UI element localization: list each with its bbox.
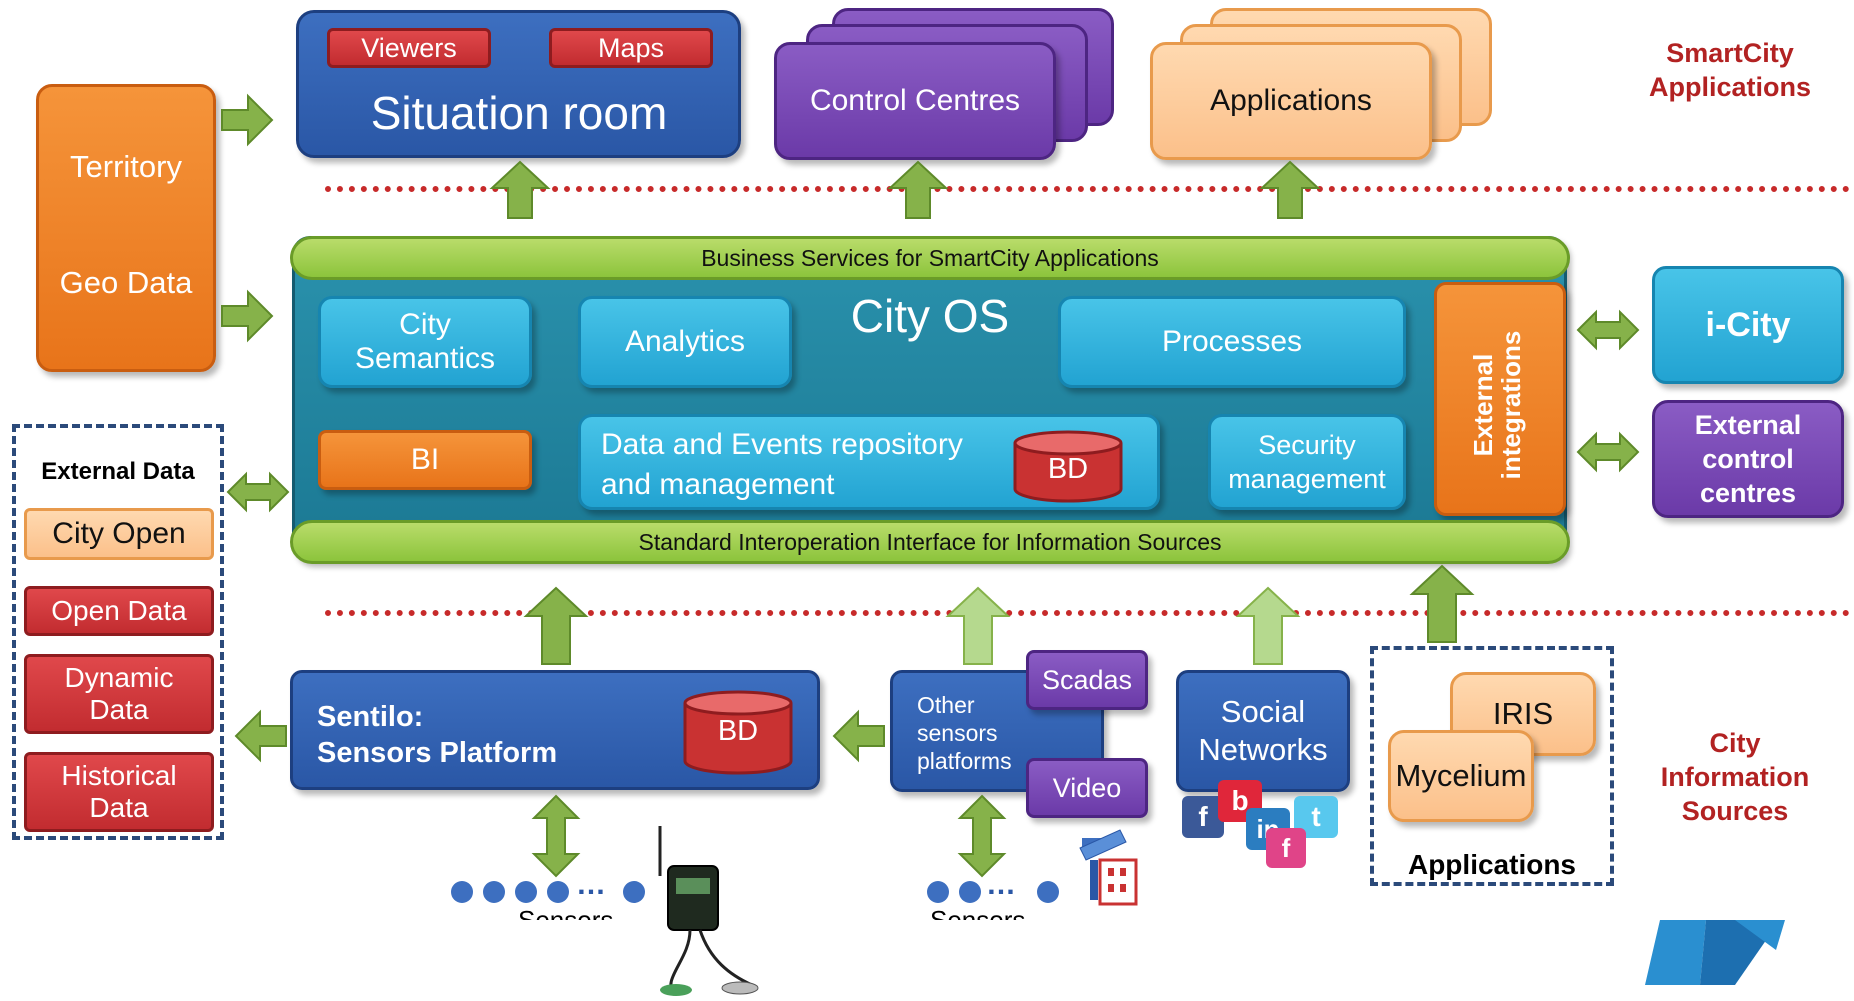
- double-arrow-icon: [1577, 311, 1639, 349]
- facebook-icon: f: [1182, 796, 1224, 838]
- top-separator: [325, 186, 1850, 192]
- viewers-button[interactable]: Viewers: [327, 28, 491, 68]
- arrow-up-icon: [491, 161, 549, 219]
- data-events-box[interactable]: Data and Events repository and managemen…: [578, 414, 1160, 510]
- territory-label: Territory: [70, 149, 182, 184]
- sensor-ellipsis-2: …: [986, 868, 1016, 901]
- arrow-up-icon: [1261, 161, 1319, 219]
- applications-box[interactable]: Applications: [1150, 42, 1432, 160]
- arrow-right-icon: [221, 291, 273, 341]
- situation-room-title: Situation room: [370, 87, 668, 139]
- social-networks-box[interactable]: Social Networks: [1176, 670, 1350, 792]
- sensors-label-1: Sensors: [518, 906, 638, 920]
- control-centres-box[interactable]: Control Centres: [774, 42, 1056, 160]
- analytics-box[interactable]: Analytics: [578, 296, 792, 388]
- bottom-separator: [325, 610, 1850, 616]
- maps-button[interactable]: Maps: [549, 28, 713, 68]
- territory-geo-box[interactable]: Territory Geo Data: [36, 84, 216, 372]
- processes-box[interactable]: Processes: [1058, 296, 1406, 388]
- video-box[interactable]: Video: [1026, 758, 1148, 818]
- external-data-title: External Data: [41, 458, 195, 485]
- database-cylinder-icon: [1013, 430, 1123, 503]
- geo-data-label: Geo Data: [59, 265, 193, 300]
- double-arrow-vertical-icon: [533, 795, 579, 877]
- double-arrow-vertical-icon: [959, 795, 1005, 877]
- bi-box[interactable]: BI: [318, 430, 532, 490]
- arrow-left-icon: [833, 711, 885, 761]
- arrow-up-light-icon: [1237, 587, 1299, 665]
- situation-room-box[interactable]: Viewers Maps Situation room: [296, 10, 741, 158]
- scadas-box[interactable]: Scadas: [1026, 650, 1148, 710]
- source-applications-panel: IRIS Mycelium Applications: [1370, 646, 1614, 886]
- sentilo-bd-label: BD: [717, 714, 759, 747]
- data-events-label: Data and Events repository and managemen…: [601, 428, 963, 501]
- sensor-ellipsis-1: …: [576, 868, 606, 901]
- mycelium-box[interactable]: Mycelium: [1388, 730, 1534, 822]
- historical-data-box[interactable]: Historical Data: [24, 752, 214, 832]
- standard-interoperation-bar: Standard Interoperation Interface for In…: [290, 520, 1570, 564]
- friendster-icon: f: [1266, 828, 1306, 868]
- city-os-title: City OS: [850, 290, 1010, 342]
- arrow-up-icon: [525, 587, 587, 665]
- external-data-panel: External Data City Open Open Data Dynami…: [12, 424, 224, 840]
- smartcity-applications-label: SmartCity Applications: [1648, 38, 1811, 102]
- arrow-left-icon: [235, 711, 287, 761]
- external-control-centres-box[interactable]: External control centres: [1652, 400, 1844, 518]
- external-integrations-box[interactable]: External integrations: [1434, 282, 1566, 516]
- arrow-up-light-icon: [947, 587, 1009, 665]
- bd-label: BD: [1047, 452, 1089, 485]
- dynamic-data-box[interactable]: Dynamic Data: [24, 654, 214, 734]
- city-information-sources-label: City Information Sources: [1660, 728, 1810, 826]
- other-sensors-label: Other sensors platforms: [917, 692, 1012, 774]
- double-arrow-icon: [1577, 433, 1639, 471]
- sensor-dots-1: [451, 881, 645, 903]
- camera-building-icon: [1079, 829, 1138, 906]
- database-cylinder-icon: [683, 690, 793, 775]
- sentilo-label: Sentilo: Sensors Platform: [317, 701, 558, 769]
- business-services-bar: Business Services for SmartCity Applicat…: [290, 236, 1570, 280]
- arrow-up-icon: [1411, 565, 1473, 643]
- sensor-dots-2: [927, 881, 1059, 903]
- sensors-label-2: Sensors: [930, 906, 1050, 920]
- sensor-device-icon: [658, 826, 759, 997]
- sentilo-box[interactable]: Sentilo: Sensors Platform BD: [290, 670, 820, 790]
- logo-icon: [1645, 920, 1785, 985]
- city-open-box[interactable]: City Open: [24, 508, 214, 560]
- arrow-right-icon: [221, 95, 273, 145]
- icity-box[interactable]: i-City: [1652, 266, 1844, 384]
- open-data-box[interactable]: Open Data: [24, 586, 214, 636]
- security-management-box[interactable]: Security management: [1208, 414, 1406, 510]
- city-semantics-box[interactable]: City Semantics: [318, 296, 532, 388]
- source-applications-title: Applications: [1407, 849, 1576, 880]
- arrow-up-icon: [889, 161, 947, 219]
- double-arrow-icon: [227, 473, 289, 511]
